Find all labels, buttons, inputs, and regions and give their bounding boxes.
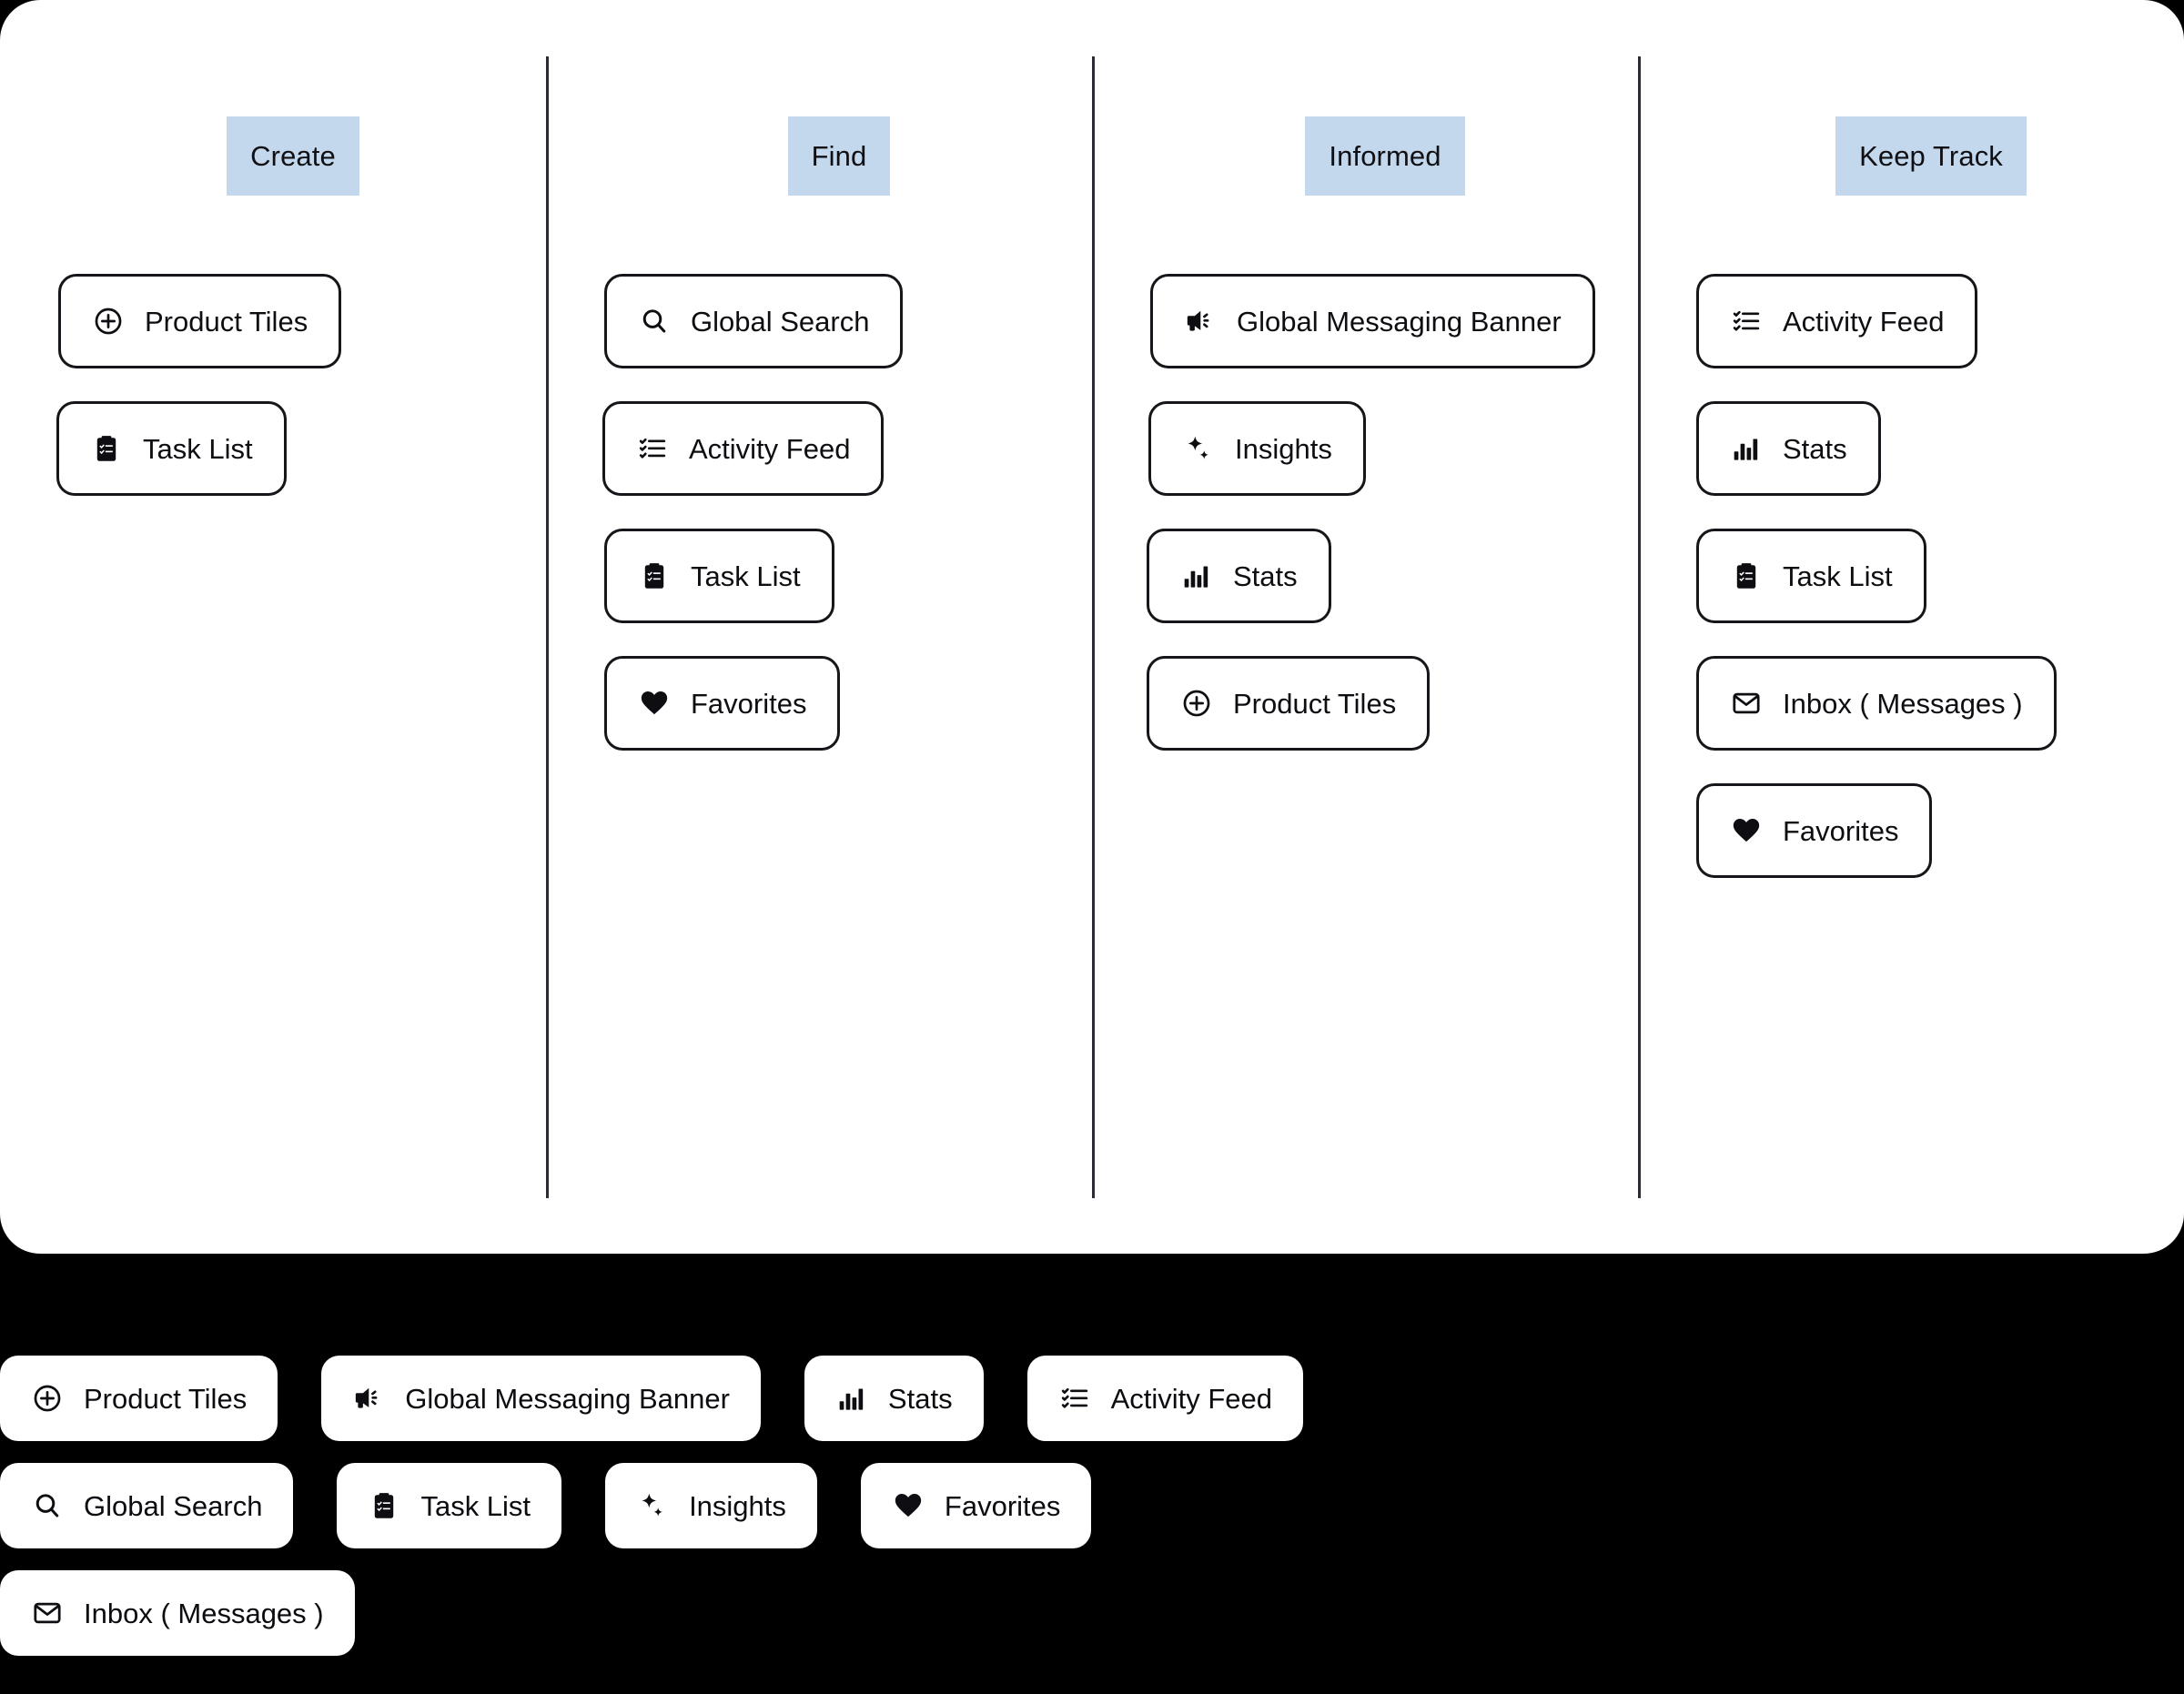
column-header-create: Create [227,116,359,196]
search-icon [31,1489,64,1522]
bar-chart-icon [1180,560,1213,592]
chip-find-item-label: Activity Feed [689,432,851,465]
chip-create-item-1[interactable]: Task List [56,401,287,496]
chip-create-item-label: Task List [143,432,253,465]
plus-circle-icon [92,305,125,338]
chip-keep-track-item-label: Inbox ( Messages ) [1783,687,2023,720]
chip-keep-track-item-1[interactable]: Stats [1696,401,1881,496]
clipboard-checklist-icon [638,560,671,592]
tray-row-2-item-2[interactable]: Insights [605,1463,817,1548]
tray-row-1-item-1[interactable]: Global Messaging Banner [321,1356,761,1441]
tray-row-1-item-3[interactable]: Activity Feed [1026,1356,1304,1441]
tray-row-2-item-1[interactable]: Task List [337,1463,562,1548]
tray-row-1-item-0[interactable]: Product Tiles [0,1356,278,1441]
chip-find-item-label: Favorites [691,687,807,720]
tray-row-1-item-label: Product Tiles [84,1382,248,1415]
chip-informed-item-0[interactable]: Global Messaging Banner [1150,274,1595,368]
envelope-icon [1730,687,1763,720]
column-header-keep-track: Keep Track [1835,116,2027,196]
tray-row-2-item-label: Task List [420,1489,531,1522]
sparkle-icon [1182,432,1215,465]
clipboard-checklist-icon [368,1489,400,1522]
tray-row-1: Product Tiles Global Messaging Banner Stat… [0,1356,2184,1441]
heart-icon [638,687,671,720]
tray-row-2-item-3[interactable]: Favorites [860,1463,1092,1548]
plus-circle-icon [31,1382,64,1415]
tray-row-2-item-label: Favorites [944,1489,1061,1522]
chip-keep-track-item-0[interactable]: Activity Feed [1696,274,1978,368]
envelope-icon [31,1597,64,1629]
heart-icon [892,1489,925,1522]
chip-create-item-0[interactable]: Product Tiles [58,274,342,368]
component-tray: Product Tiles Global Messaging Banner Stat… [0,1254,2184,1694]
tray-row-1-item-2[interactable]: Stats [804,1356,984,1441]
megaphone-icon [352,1382,385,1415]
chip-informed-item-label: Stats [1233,560,1298,592]
clipboard-checklist-icon [90,432,123,465]
chip-keep-track-item-label: Activity Feed [1783,305,1945,338]
chip-create-item-label: Product Tiles [145,305,308,338]
tray-row-3-item-0[interactable]: Inbox ( Messages ) [0,1570,355,1656]
chip-keep-track-item-label: Stats [1783,432,1847,465]
chip-informed-item-label: Insights [1235,432,1332,465]
bar-chart-icon [835,1382,868,1415]
search-icon [638,305,671,338]
tray-row-1-item-label: Global Messaging Banner [405,1382,730,1415]
chip-find-item-0[interactable]: Global Search [604,274,904,368]
chip-keep-track-item-2[interactable]: Task List [1696,529,1926,623]
chip-find-item-3[interactable]: Favorites [604,656,841,751]
chip-keep-track-item-label: Favorites [1783,814,1899,847]
checklist-icon [1730,305,1763,338]
chip-informed-item-1[interactable]: Insights [1148,401,1366,496]
chip-keep-track-item-4[interactable]: Favorites [1696,783,1933,878]
chip-find-item-label: Task List [691,560,801,592]
chip-informed-item-2[interactable]: Stats [1147,529,1331,623]
tray-row-3: Inbox ( Messages ) [0,1570,2184,1656]
tray-row-2-item-0[interactable]: Global Search [0,1463,294,1548]
plus-circle-icon [1180,687,1213,720]
chip-find-item-2[interactable]: Task List [604,529,834,623]
tray-row-1-item-label: Stats [887,1382,953,1415]
sparkle-icon [636,1489,669,1522]
chip-informed-item-label: Global Messaging Banner [1237,305,1562,338]
chip-find-item-1[interactable]: Activity Feed [602,401,885,496]
checklist-icon [636,432,669,465]
tray-row-2-item-label: Global Search [84,1489,263,1522]
clipboard-checklist-icon [1730,560,1763,592]
chip-keep-track-item-label: Task List [1783,560,1893,592]
tray-row-2-item-label: Insights [689,1489,786,1522]
column-header-informed: Informed [1305,116,1465,196]
checklist-icon [1058,1382,1091,1415]
tray-row-1-item-label: Activity Feed [1110,1382,1273,1415]
megaphone-icon [1184,305,1217,338]
chip-informed-item-label: Product Tiles [1233,687,1397,720]
chip-find-item-label: Global Search [691,305,870,338]
tray-row-2: Global Search Task List Insights Favorites [0,1463,2184,1548]
chip-informed-item-3[interactable]: Product Tiles [1147,656,1431,751]
heart-icon [1730,814,1763,847]
chip-keep-track-item-3[interactable]: Inbox ( Messages ) [1696,656,2057,751]
bar-chart-icon [1730,432,1763,465]
column-header-find: Find [787,116,891,196]
tray-row-3-item-label: Inbox ( Messages ) [84,1597,324,1629]
